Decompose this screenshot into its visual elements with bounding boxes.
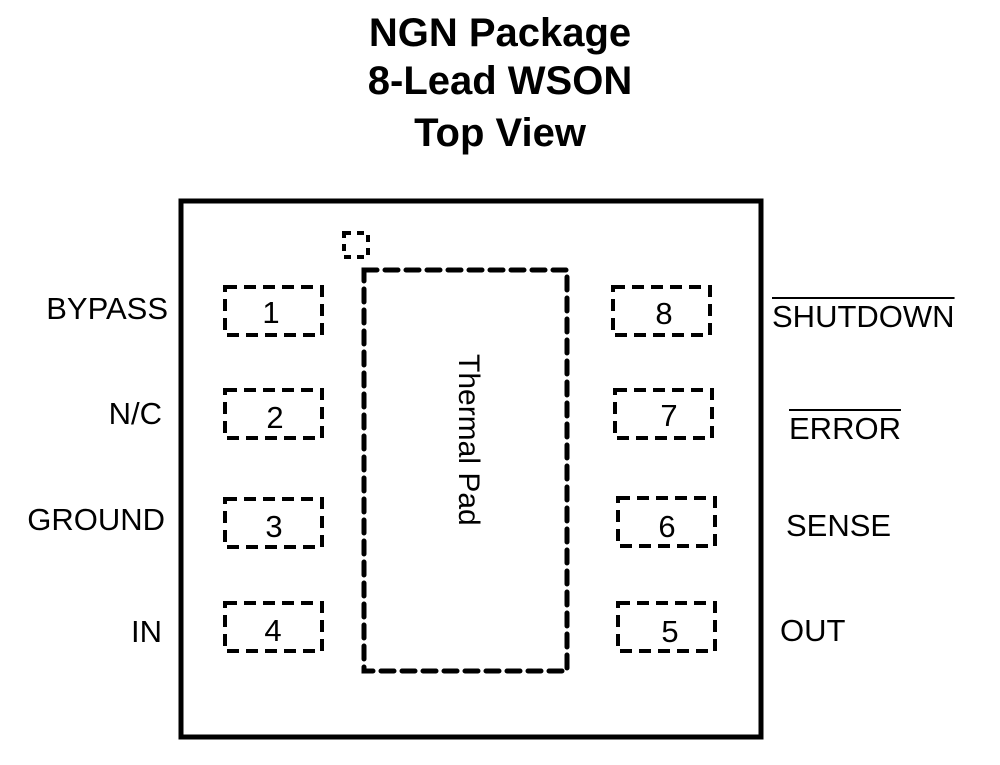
pin-number-8: 8 — [655, 296, 673, 331]
pin-number-5: 5 — [661, 614, 679, 649]
pin-label-ground: GROUND — [27, 502, 165, 537]
thermal-pad — [361, 267, 570, 674]
pin-label-bypass: BYPASS — [46, 291, 168, 326]
pin-pad-6 — [616, 496, 717, 548]
pin-pad-4 — [223, 601, 324, 653]
pin-label-sense: SENSE — [786, 508, 892, 543]
pin-pad-8 — [611, 285, 712, 337]
pin-pad-7 — [613, 388, 714, 440]
pin-label-out: OUT — [780, 613, 846, 648]
pin-pad-2 — [223, 388, 324, 440]
pin-pad-3 — [223, 497, 324, 549]
pin-number-7: 7 — [660, 398, 678, 433]
pin-label-nc: N/C — [108, 396, 162, 431]
pin-number-2: 2 — [266, 400, 284, 435]
pin-pad-1 — [223, 285, 324, 337]
title-line-1: NGN Package — [368, 11, 632, 55]
pin-pad-5 — [616, 601, 717, 653]
pin-number-1: 1 — [262, 295, 280, 330]
pin-number-6: 6 — [658, 509, 676, 544]
package-outline — [178, 198, 764, 740]
pin-label-in: IN — [131, 614, 162, 649]
pin-number-3: 3 — [265, 509, 283, 544]
pin-number-4: 4 — [264, 613, 282, 648]
pin1-marker — [342, 231, 370, 259]
pin-label-shutdown: SHUTDOWN — [772, 299, 955, 334]
thermal-pad-label: Thermal Pad — [452, 354, 485, 526]
title-line-3: Top View — [414, 111, 586, 155]
title-line-2: 8-Lead WSON — [367, 59, 633, 103]
pin-label-error: ERROR — [789, 411, 901, 446]
